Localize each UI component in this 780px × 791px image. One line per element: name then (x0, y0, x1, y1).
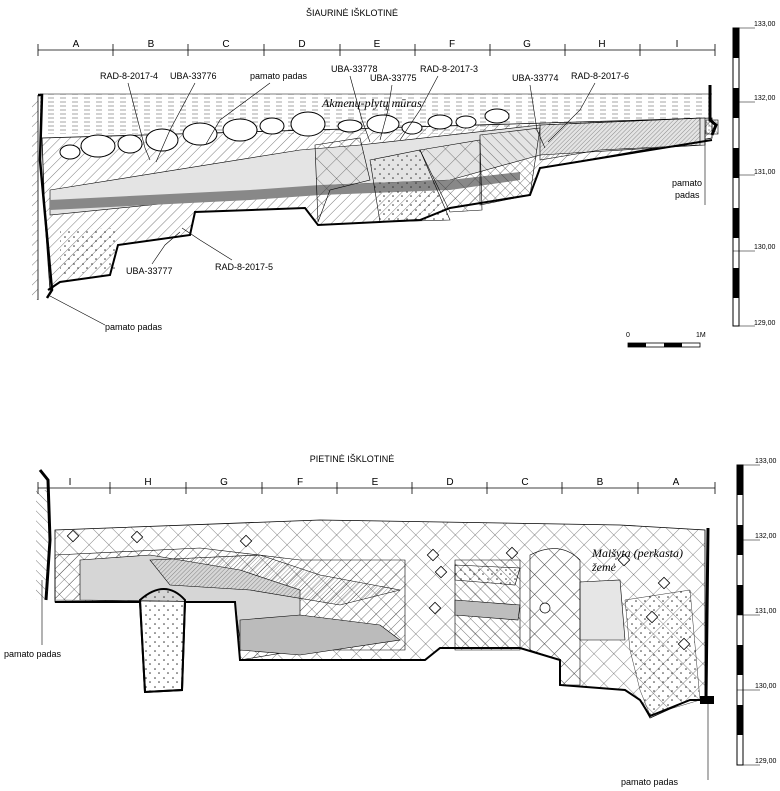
label-pamato-padas-top: pamato padas (250, 71, 308, 81)
north-scalebar (627, 342, 701, 348)
north-col-H: H (598, 39, 605, 50)
north-wall-label: Akmenų-plytų mūras (321, 96, 422, 110)
south-dense-layer (149, 554, 401, 606)
south-col-F: F (297, 477, 303, 488)
north-col-D: D (298, 39, 305, 50)
north-elev-132: 132,00 (754, 95, 776, 102)
south-block-b (579, 579, 626, 641)
south-left-wall-fill (36, 490, 48, 600)
south-title: PIETINĖ IŠKLOTINĖ (310, 454, 395, 464)
north-base-right-1: pamato (672, 178, 702, 188)
north-elev-129: 129,00 (754, 320, 776, 327)
south-column-ruler (37, 482, 716, 494)
north-column-ruler (37, 44, 716, 56)
label-rad-8-2017-3: RAD-8-2017-3 (420, 64, 478, 74)
north-title: ŠIAURINĖ IŠKLOTINĖ (306, 8, 398, 18)
south-right-wall (704, 527, 712, 702)
label-uba-33777: UBA-33777 (126, 266, 173, 276)
south-bottom-line (55, 601, 705, 718)
north-col-I: I (676, 39, 679, 50)
south-find-circle (539, 602, 551, 614)
north-col-A: A (73, 39, 80, 50)
north-cross-block-1 (314, 137, 371, 223)
north-base-right-2: padas (675, 190, 700, 200)
north-left-wall (38, 93, 54, 299)
north-leader-lines (127, 75, 596, 265)
scalebar-start: 0 (626, 332, 630, 339)
label-uba-33774: UBA-33774 (512, 73, 559, 83)
north-elev-130: 130,00 (754, 244, 776, 251)
south-col-C: C (521, 477, 528, 488)
north-base-left: pamato padas (105, 322, 163, 332)
south-elev-132: 132,00 (755, 533, 777, 540)
south-col-I: I (69, 477, 72, 488)
south-find-markers (66, 529, 691, 651)
south-elevation-scale (736, 464, 760, 766)
label-rad-8-2017-6: RAD-8-2017-6 (571, 71, 629, 81)
label-uba-33778: UBA-33778 (331, 64, 378, 74)
north-dot-block (369, 149, 451, 223)
north-elev-133: 133,00 (754, 21, 776, 28)
south-col-A: A (673, 477, 680, 488)
north-col-F: F (449, 39, 455, 50)
south-elev-133: 133,00 (755, 458, 777, 465)
south-elev-131: 131,00 (755, 608, 777, 615)
north-col-B: B (148, 39, 155, 50)
north-dark-band (50, 172, 520, 210)
north-col-C: C (222, 39, 229, 50)
south-pit-h (138, 588, 187, 694)
south-col-D: D (446, 477, 453, 488)
south-elev-129: 129,00 (755, 758, 777, 765)
north-cross-block-2 (419, 139, 483, 213)
south-base-right: pamato padas (621, 777, 679, 787)
label-rad-8-2017-4: RAD-8-2017-4 (100, 71, 158, 81)
south-col-E: E (372, 477, 379, 488)
south-col-B: B (597, 477, 604, 488)
label-uba-33775: UBA-33775 (370, 73, 417, 83)
label-uba-33776: UBA-33776 (170, 71, 217, 81)
south-col-H: H (144, 477, 151, 488)
north-elev-131: 131,00 (754, 169, 776, 176)
label-rad-8-2017-5: RAD-8-2017-5 (215, 262, 273, 272)
scalebar-end: 1M (696, 332, 706, 339)
south-base-left: pamato padas (4, 649, 62, 659)
south-fill-label-1: Maišyta (perkasta) (591, 546, 683, 560)
south-col-G: G (220, 477, 228, 488)
south-fill-label-2: žemė (591, 560, 617, 574)
north-low-dots (60, 228, 118, 275)
north-col-G: G (523, 39, 531, 50)
north-elevation-scale (732, 27, 755, 327)
north-bottom-line (47, 139, 713, 291)
north-dense-layer (539, 117, 701, 161)
north-left-wall-fill (32, 100, 38, 300)
south-elev-130: 130,00 (755, 683, 777, 690)
south-pit-c (529, 548, 581, 686)
north-col-E: E (374, 39, 381, 50)
